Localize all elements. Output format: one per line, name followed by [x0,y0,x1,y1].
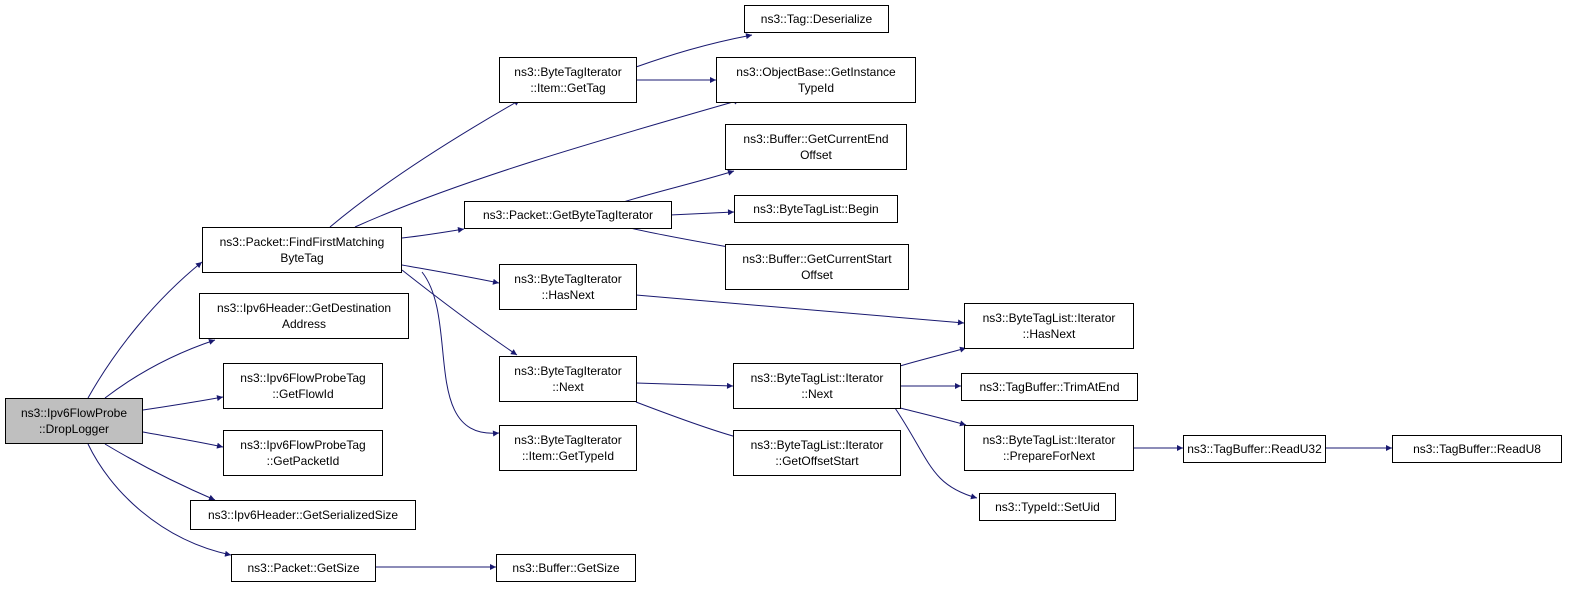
node-label: ::GetOffsetStart [775,454,859,468]
edge-droplogger-getserialsize [104,443,216,501]
edge-findfirst-getinstancetypeid [354,98,741,228]
node-label: ::Item::GetTag [530,81,606,95]
node-label: ::HasNext [541,288,595,302]
node-getserialsize[interactable]: ns3::Ipv6Header::GetSerializedSize [190,500,416,530]
node-label: ns3::ByteTagIterator [514,433,622,447]
node-pktgetsize[interactable]: ns3::Packet::GetSize [231,554,376,582]
node-bufgetsize[interactable]: ns3::Buffer::GetSize [496,554,636,582]
edge-findfirst-hasnext [401,264,500,285]
node-label: ns3::Ipv6Header::GetSerializedSize [207,508,399,522]
edge-btliternext-btlhasnext [899,346,967,367]
node-getinstancetypeid[interactable]: ns3::ObjectBase::GetInstance TypeId [716,57,916,103]
node-label: ns3::Ipv6Header::GetDestination [216,301,392,315]
node-label: ns3::Ipv6FlowProbeTag [240,438,366,452]
edge-findfirst-getbytetagiter [401,227,465,239]
node-label: ns3::ByteTagList::Iterator [982,311,1116,325]
node-btlbegin[interactable]: ns3::ByteTagList::Begin [734,195,898,223]
node-label: ns3::ByteTagIterator [514,272,622,286]
node-label: ns3::Packet::GetByteTagIterator [482,208,654,222]
edge-droplogger-getflowid [142,395,224,411]
node-label: ns3::Ipv6FlowProbeTag [240,371,366,385]
node-getpacketid[interactable]: ns3::Ipv6FlowProbeTag ::GetPacketId [223,430,383,476]
edge-getbytetagiter-btlbegin [669,209,735,216]
node-getcurrentend[interactable]: ns3::Buffer::GetCurrentEnd Offset [725,124,907,170]
node-label: ns3::TagBuffer::ReadU8 [1413,442,1541,456]
node-label: ::GetFlowId [272,387,334,401]
edge-findfirst-next [401,269,518,356]
edge-findfirst-itemgettypeid [421,271,500,437]
node-readu32[interactable]: ns3::TagBuffer::ReadU32 [1183,435,1326,463]
edge-itemgettag-tagdeserialize [635,33,753,68]
node-label: Address [281,317,327,331]
edge-droplogger-getdestaddr [104,339,216,399]
node-label: TypeId [797,81,835,95]
node-label: ns3::TagBuffer::TrimAtEnd [979,380,1120,394]
node-label: ::HasNext [1022,327,1076,341]
node-droplogger[interactable]: ns3::Ipv6FlowProbe ::DropLogger [5,398,143,444]
node-label: ::PrepareForNext [1002,449,1096,463]
node-label: ns3::Buffer::GetCurrentStart [742,252,892,266]
node-label: ns3::TypeId::SetUid [995,500,1100,514]
node-label: Offset [801,268,833,282]
node-label: ns3::ByteTagList::Iterator [750,438,884,452]
node-label: ns3::Ipv6FlowProbe [20,406,128,420]
node-label: ::Next [552,380,584,394]
node-label: ::DropLogger [38,422,110,436]
edge-next-btliternext [635,382,734,389]
node-itemgettypeid[interactable]: ns3::ByteTagIterator ::Item::GetTypeId [499,425,637,471]
node-label: ::Item::GetTypeId [521,449,615,463]
edge-droplogger-getpacketid [142,431,224,449]
node-getoffsetstart[interactable]: ns3::ByteTagList::Iterator ::GetOffsetSt… [733,430,901,476]
edge-findfirst-itemgettag [329,99,521,228]
node-btliternext[interactable]: ns3::ByteTagList::Iterator ::Next [733,363,901,409]
node-label: ByteTag [280,251,324,265]
node-preparefornext[interactable]: ns3::ByteTagList::Iterator ::PrepareForN… [964,425,1134,471]
node-next[interactable]: ns3::ByteTagIterator ::Next [499,356,637,402]
node-getflowid[interactable]: ns3::Ipv6FlowProbeTag ::GetFlowId [223,363,383,409]
edge-next-getoffsetstart [635,401,741,440]
node-label: ns3::TagBuffer::ReadU32 [1187,442,1322,456]
node-label: ::Next [801,387,833,401]
edge-btliternext-preparefornext [899,407,967,427]
node-label: ns3::ByteTagList::Iterator [982,433,1116,447]
node-label: ns3::Tag::Deserialize [760,12,873,26]
node-trimatend[interactable]: ns3::TagBuffer::TrimAtEnd [961,373,1138,401]
edge-droplogger-findfirst [87,261,203,399]
node-findfirst[interactable]: ns3::Packet::FindFirstMatching ByteTag [202,227,402,273]
node-itemgettag[interactable]: ns3::ByteTagIterator ::Item::GetTag [499,57,637,103]
node-label: Offset [800,148,832,162]
node-tagdeserialize[interactable]: ns3::Tag::Deserialize [744,5,889,33]
node-label: ns3::ByteTagList::Iterator [750,371,884,385]
edge-getbytetagiter-getcurrentend [619,169,735,204]
node-setuid[interactable]: ns3::TypeId::SetUid [979,493,1116,521]
node-label: ns3::ObjectBase::GetInstance [736,65,896,79]
node-getdestaddr[interactable]: ns3::Ipv6Header::GetDestination Address [199,293,409,339]
node-readu8[interactable]: ns3::TagBuffer::ReadU8 [1392,435,1562,463]
node-hasnext[interactable]: ns3::ByteTagIterator ::HasNext [499,264,637,310]
edge-droplogger-pktgetsize [87,443,232,557]
node-label: ns3::ByteTagIterator [514,65,622,79]
node-label: ns3::Packet::GetSize [247,561,360,575]
edge-getbytetagiter-getcurrentstart [629,227,735,250]
node-label: ns3::Buffer::GetSize [512,561,620,575]
node-label: ns3::Buffer::GetCurrentEnd [743,132,889,146]
node-label: ::GetPacketId [266,454,340,468]
node-getbytetagiter[interactable]: ns3::Packet::GetByteTagIterator [464,201,672,229]
node-getcurrentstart[interactable]: ns3::Buffer::GetCurrentStart Offset [725,244,909,290]
edge-btliternext-setuid [894,407,978,500]
node-label: ns3::ByteTagIterator [514,364,622,378]
node-btlhasnext[interactable]: ns3::ByteTagList::Iterator ::HasNext [964,303,1134,349]
node-label: ns3::Packet::FindFirstMatching [219,235,385,249]
node-label: ns3::ByteTagList::Begin [753,202,879,216]
